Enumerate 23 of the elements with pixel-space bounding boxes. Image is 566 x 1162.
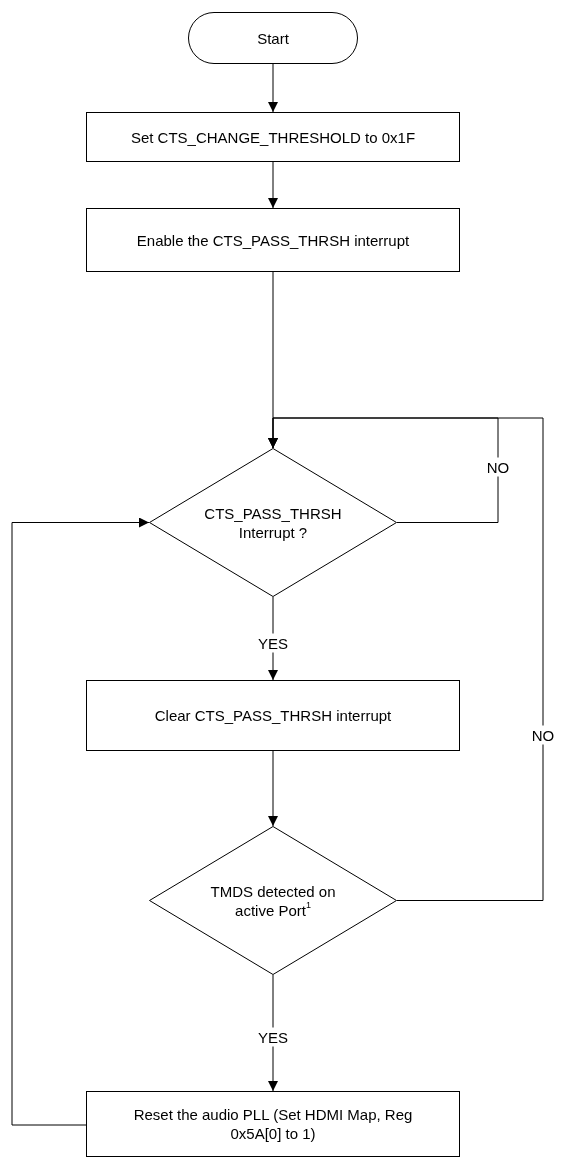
arrow <box>268 161 278 209</box>
arrow <box>268 417 544 901</box>
decision-diamond <box>149 448 397 597</box>
step-text: Reset the audio PLL (Set HDMI Map, Reg 0x5A[0] to 1) <box>132 1105 414 1143</box>
arrow <box>11 517 150 1126</box>
start-label: Start <box>257 28 289 48</box>
decision-diamond <box>149 826 397 975</box>
arrow <box>268 63 278 113</box>
edge-label: YES <box>256 1027 290 1047</box>
step-text: Enable the CTS_PASS_THRSH interrupt <box>136 230 410 250</box>
process-box <box>86 208 460 272</box>
step-text: Clear CTS_PASS_THRSH interrupt <box>154 706 392 725</box>
process-box <box>86 1091 460 1157</box>
step-text: Set CTS_CHANGE_THRESHOLD to 0x1F <box>130 127 416 147</box>
start-terminator <box>188 12 358 64</box>
decision-text: CTS_PASS_THRSH Interrupt ? <box>203 503 343 542</box>
process-box <box>86 112 460 162</box>
process-box <box>86 680 460 751</box>
arrow <box>268 750 278 827</box>
edge-label: YES <box>256 633 290 652</box>
edge-label: NO <box>529 725 557 745</box>
decision-text: TMDS detected on active Port$^{1}$ <box>209 881 337 920</box>
edge-label: NO <box>484 457 512 477</box>
